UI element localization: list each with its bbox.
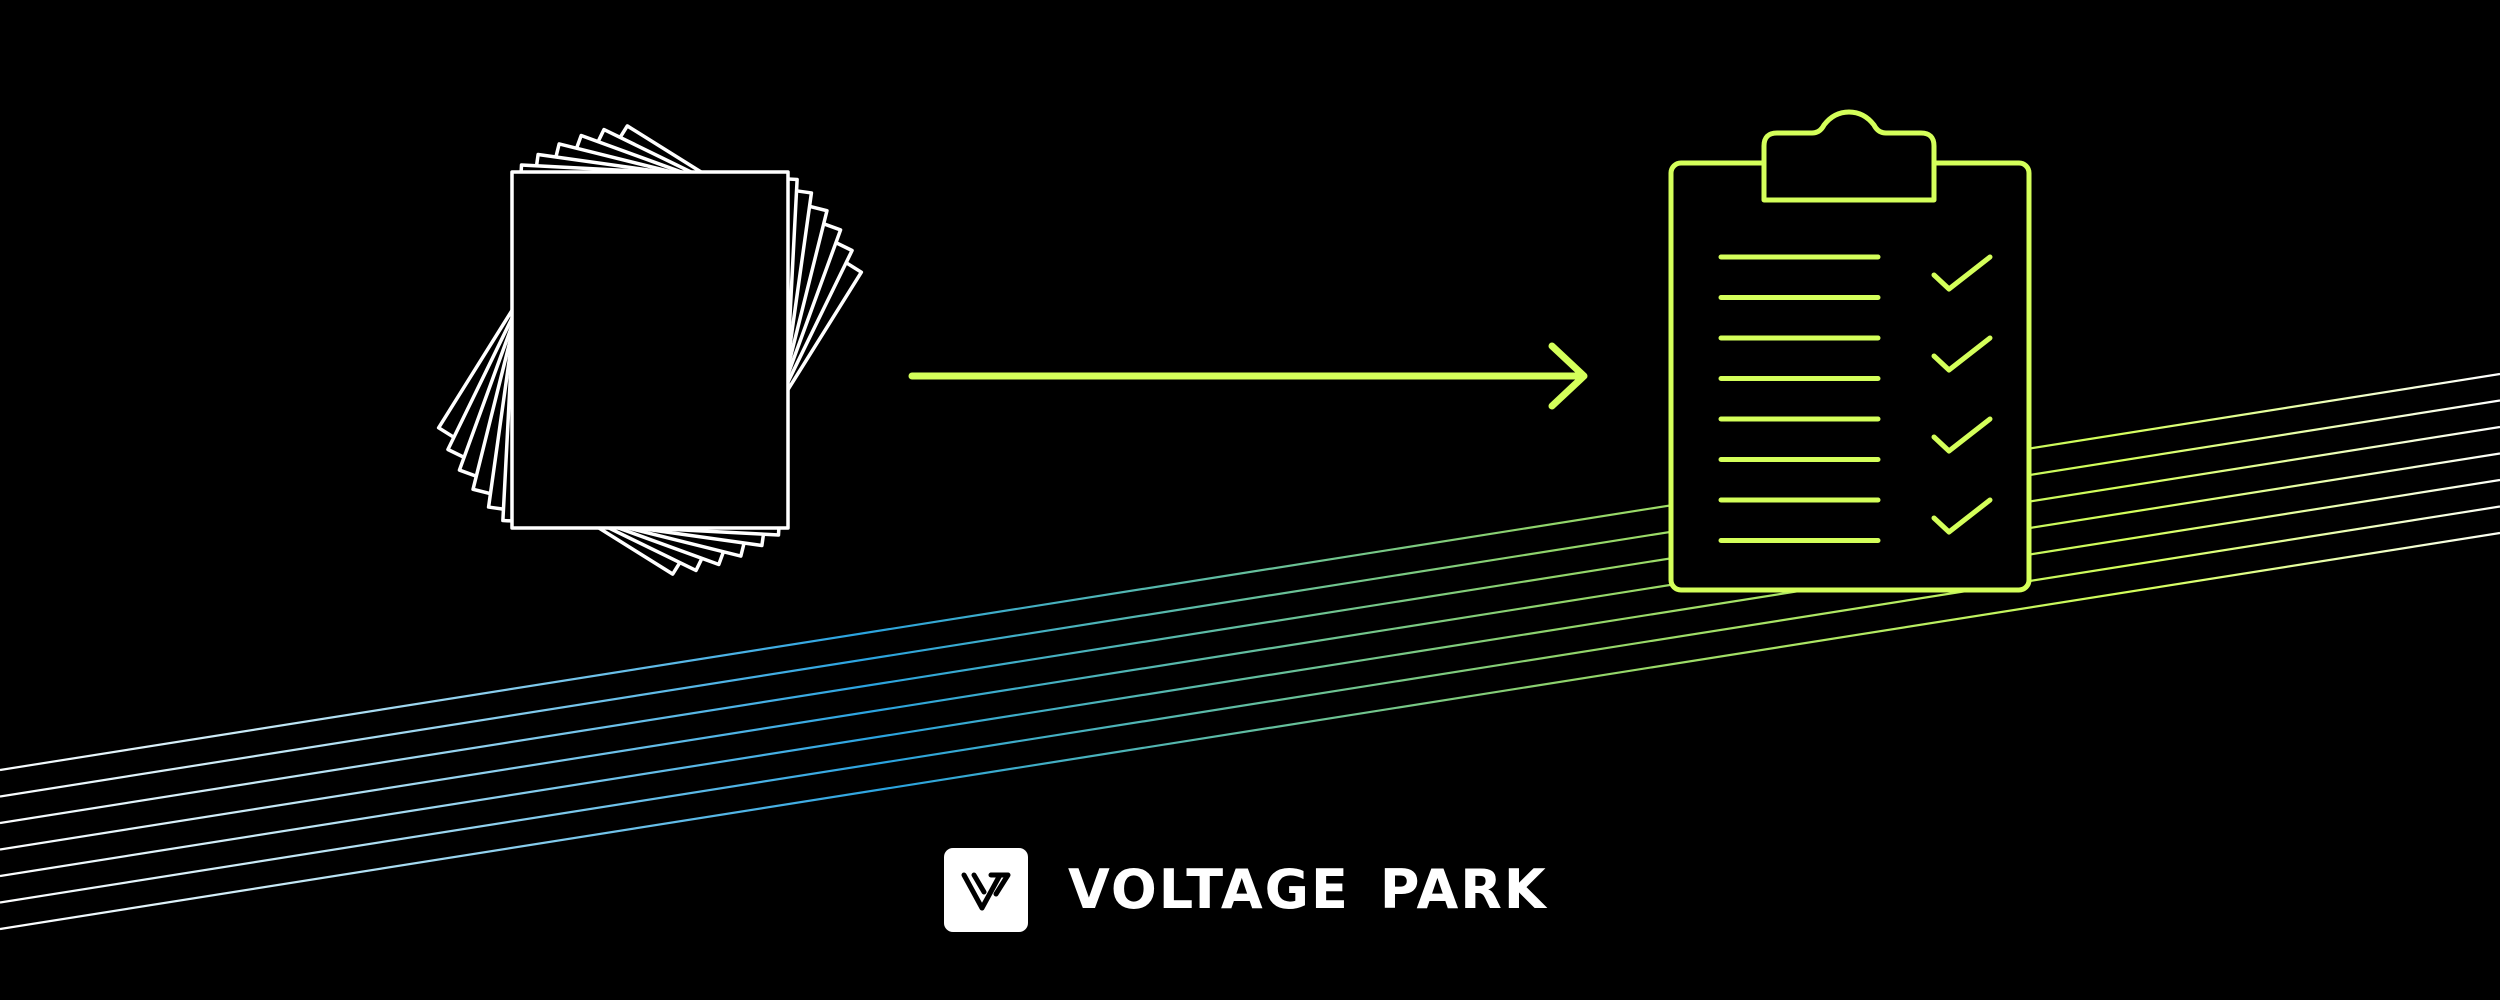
document-stack-icon bbox=[436, 124, 864, 576]
diagonal-lines bbox=[0, 372, 2500, 931]
diagonal-line bbox=[0, 452, 2500, 851]
checkmark-icon bbox=[1931, 497, 1993, 535]
diagonal-line bbox=[0, 505, 2500, 904]
right-arrow-icon bbox=[908, 342, 1588, 410]
diagonal-line bbox=[0, 399, 2500, 798]
checkmark-icon bbox=[1931, 254, 1993, 292]
brand-name-first: VOLTAGE bbox=[1068, 858, 1350, 921]
diagonal-line bbox=[0, 478, 2500, 878]
brand-logo: VOLTAGE PARK bbox=[944, 848, 1548, 932]
voltage-park-logo-icon bbox=[944, 848, 1028, 932]
checkmark-icons bbox=[1931, 254, 1993, 535]
checkmark-icon bbox=[1931, 416, 1993, 454]
checkmark-icon bbox=[1931, 335, 1993, 373]
brand-wordmark: VOLTAGE PARK bbox=[1068, 848, 1548, 932]
diagonal-line bbox=[0, 425, 2500, 825]
diagonal-line bbox=[0, 531, 2500, 931]
diagonal-line bbox=[0, 372, 2500, 772]
clipboard-checklist-icon bbox=[1668, 109, 2032, 593]
checklist-lines bbox=[1718, 254, 1881, 543]
brand-name-second: PARK bbox=[1379, 858, 1548, 921]
